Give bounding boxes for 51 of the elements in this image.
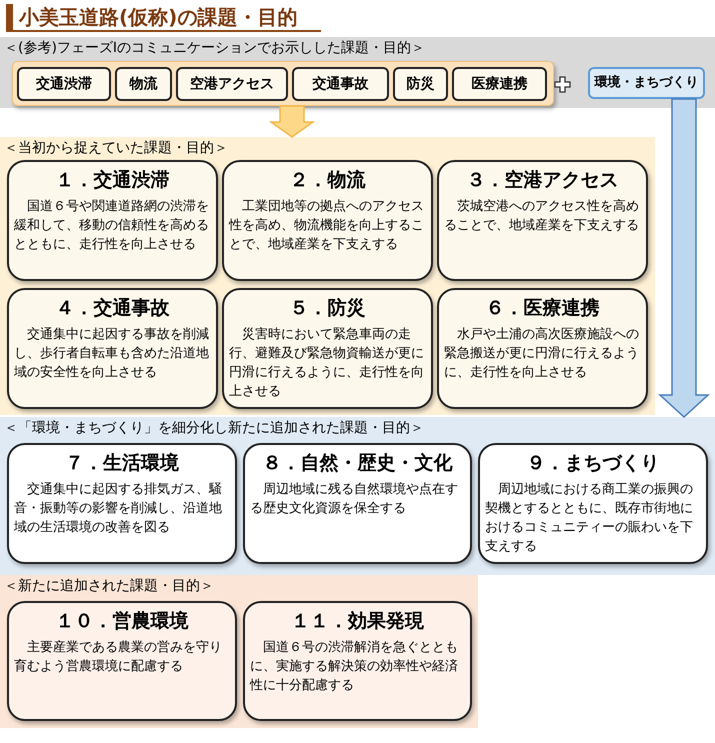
card-title: ３．空港アクセス [466,168,618,193]
card-description: 周辺地域における商工業の振興の契機とするとともに、既存市街地におけるコミュニティーの賑わいを下支えする [485,481,694,556]
card-description: 国道６号や関連道路網の渋滞を緩和して、移動の信頼性を高めるとともに、走行性を向上させる [14,198,210,254]
topic-box: 交通渋滞 [17,67,111,101]
section-band [0,575,478,728]
section-heading: ＜当初から捉えていた課題・目的＞ [4,139,228,158]
card-description: 交通集中に起因する排気ガス、騒音・振動等の影響を削減し、沿道地域の生活環境の改善を図る [14,481,223,537]
card-description: 水戸や土浦の高次医療施設への緊急搬送が更に円滑に行えるように、走行性を向上させる [444,326,640,382]
issue-card [437,160,648,281]
card-description: 工業団地等の拠点へのアクセス性を高め、物流機能を向上することで、地域産業を下支えする [229,198,425,254]
card-title: ８．自然・歴史・文化 [262,451,452,476]
card-title: ４．交通事故 [56,296,170,321]
topic-box: 物流 [115,67,172,101]
issue-card [478,443,708,564]
issue-card [437,288,648,409]
issue-card [7,160,218,281]
topic-box: 交通事故 [292,67,389,101]
section-band [0,417,715,575]
topic-group-panel [12,61,554,106]
issue-card [7,601,237,721]
card-title: １．交通渋滞 [56,168,170,193]
section-band [0,137,655,415]
topic-box: 空港アクセス [176,67,288,101]
card-description: 交通集中に起因する事故を削減し、歩行者自転車も含めた沿道地域の安全性を向上させる [14,326,210,382]
block-arrow [658,98,710,418]
issue-card [222,160,433,281]
block-arrow [268,105,316,138]
topic-box: 環境・まちづくり [588,67,705,99]
card-title: ６．医療連携 [486,296,600,321]
card-description: 周辺地域に残る自然環境や点在する歴史文化資源を保全する [250,481,459,518]
section-band [0,37,715,108]
section-heading: ＜(参考)フェーズⅠのコミュニケーションでお示しした課題・目的＞ [4,39,426,58]
topic-box: 防災 [393,67,448,101]
section-heading: ＜「環境・まちづくり」を細分化し新たに追加された課題・目的＞ [4,419,424,438]
card-title: １１．効果発現 [291,609,424,634]
card-description: 主要産業である農業の営みを守り育むよう営農環境に配慮する [14,639,223,676]
card-description: 災害時において緊急車両の走行、避難及び緊急物資輸送が更に円滑に行えるように、走行性を向上させる [229,326,425,401]
card-title: ２．物流 [290,168,366,193]
card-title: １０．営農環境 [56,609,188,634]
issue-card [222,288,433,409]
issue-card [7,288,218,409]
issue-card [7,443,237,564]
card-title: ９．まちづくり [526,451,660,476]
card-description: 茨城空港へのアクセス性を高めることで、地域産業を下支えする [444,198,640,235]
topic-box: 医療連携 [452,67,547,101]
issue-card [243,443,472,564]
card-description: 国道６号の渋滞解消を急ぐとともに、実施する解決策の効率性や経済性に十分配慮する [250,639,459,695]
issue-card [243,601,472,721]
card-title: ７．生活環境 [65,451,179,476]
section-heading: ＜新たに追加された課題・目的＞ [4,577,214,596]
card-title: ５．防災 [290,296,366,321]
